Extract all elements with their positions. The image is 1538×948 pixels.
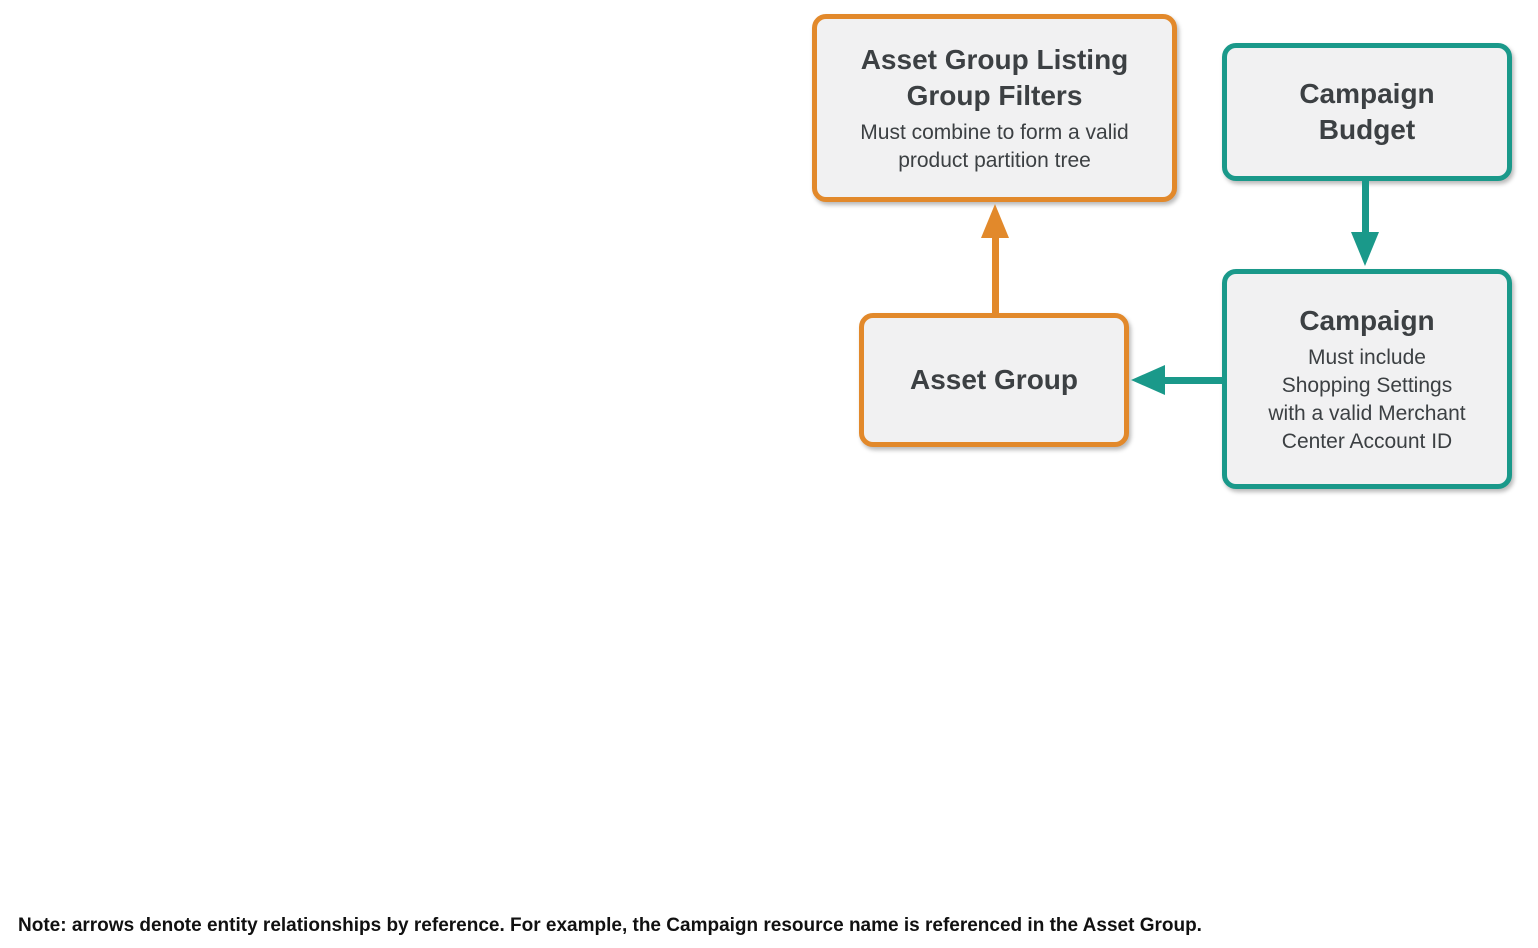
arrow-asset-group-to-listing-filters-shaft — [992, 236, 999, 313]
node-title: Asset Group — [909, 364, 1079, 395]
arrow-down-icon — [1351, 232, 1379, 266]
node-asset-group-listing-group-filters: Asset Group Listing Group Filters Must c… — [812, 14, 1177, 202]
arrow-campaign-to-asset-group-shaft — [1162, 377, 1222, 384]
node-subtitle: Must combine to form a valid product par… — [860, 120, 1129, 172]
node-title: Campaign — [1299, 304, 1435, 336]
arrow-campaign-budget-to-campaign-shaft — [1362, 181, 1369, 234]
node-subtitle: Must include Shopping Settings with a va… — [1268, 345, 1466, 453]
node-campaign-budget: Campaign Budget — [1222, 43, 1512, 181]
node-title: Asset Group Listing Group Filters — [860, 43, 1129, 111]
arrow-left-icon — [1131, 365, 1165, 395]
arrow-up-icon — [981, 204, 1009, 238]
footnote: Note: arrows denote entity relationships… — [18, 915, 1202, 936]
node-title: Campaign Budget — [1299, 78, 1435, 145]
node-campaign: Campaign Must include Shopping Settings … — [1222, 269, 1512, 489]
node-asset-group: Asset Group — [859, 313, 1129, 447]
